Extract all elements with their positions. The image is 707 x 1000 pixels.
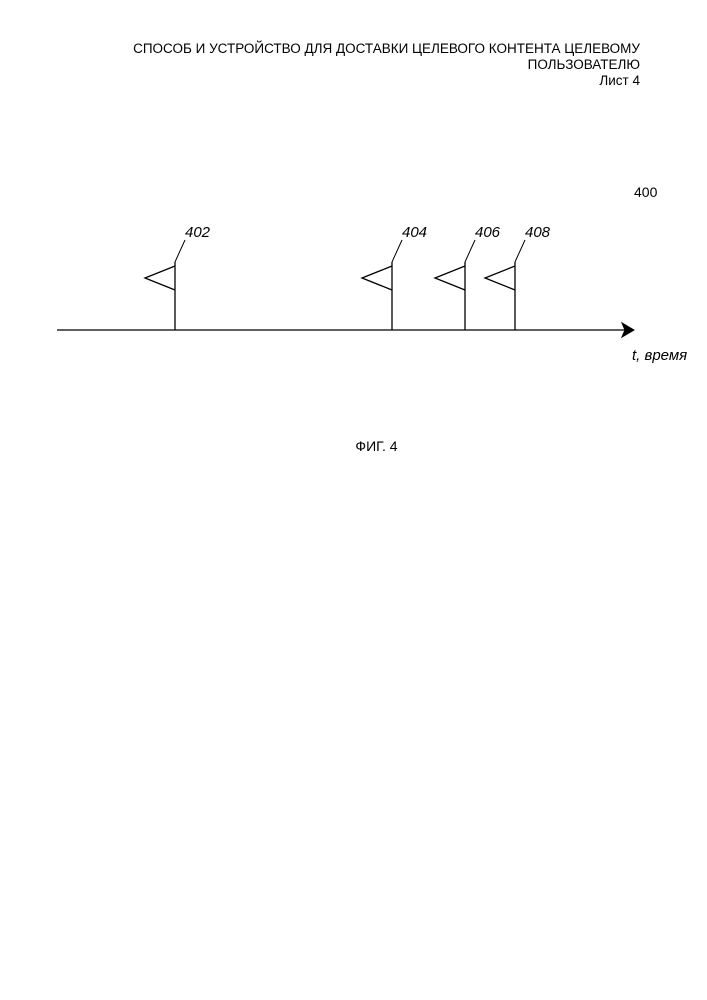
marker-label-408: 408 xyxy=(525,224,551,241)
marker-label-406: 406 xyxy=(475,224,501,241)
marker-label-402: 402 xyxy=(185,224,211,241)
event-marker-404 xyxy=(362,240,402,330)
event-marker-402 xyxy=(145,240,185,330)
figure-caption: ФИГ. 4 xyxy=(0,438,707,454)
event-marker-406 xyxy=(435,240,475,330)
marker-label-404: 404 xyxy=(402,224,427,241)
event-marker-408 xyxy=(485,240,525,330)
time-axis-label: t, время xyxy=(632,347,687,364)
